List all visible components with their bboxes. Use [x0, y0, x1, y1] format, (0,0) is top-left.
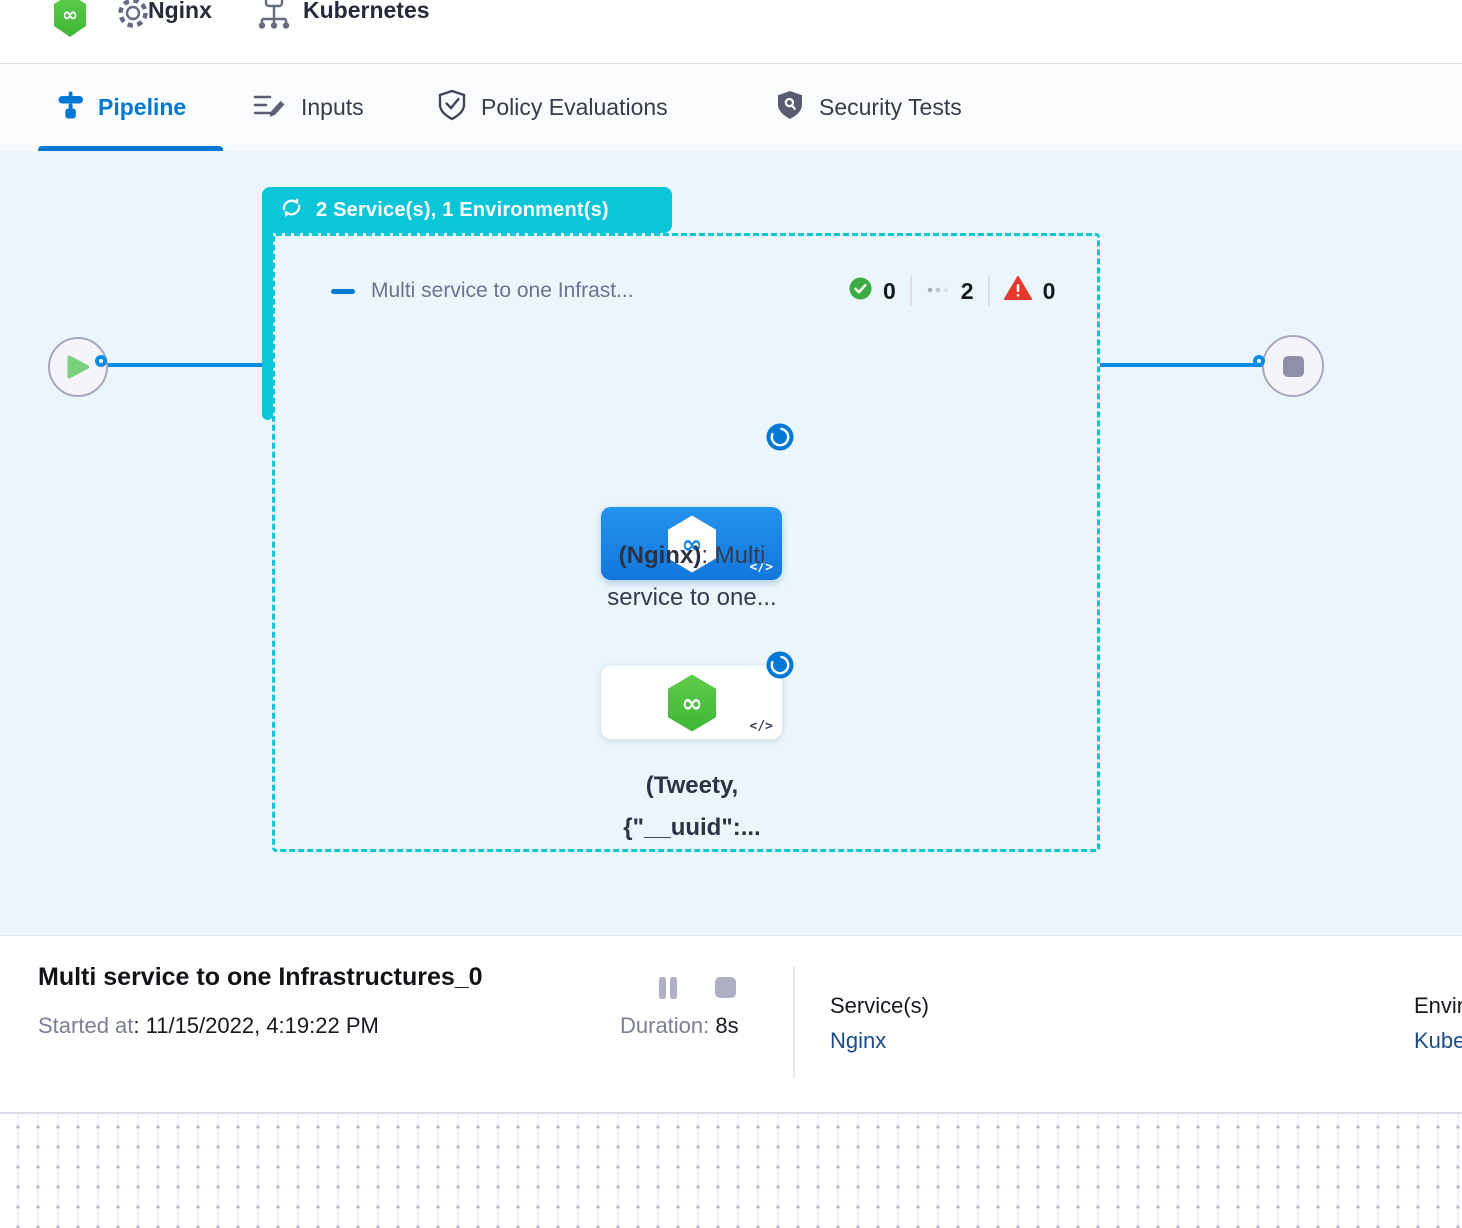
- inputs-icon: [253, 90, 287, 125]
- started-at: Started at: 11/15/2022, 4:19:22 PM: [38, 1013, 379, 1038]
- execution-info-bar: Multi service to one Infrastructures_0 S…: [0, 935, 1462, 1112]
- security-shield-icon: [775, 89, 805, 126]
- stop-icon: [1282, 355, 1304, 377]
- pause-button[interactable]: [656, 976, 680, 1000]
- breadcrumb-service[interactable]: Nginx: [148, 0, 212, 23]
- tab-bar: Pipeline Inputs Policy Evaluations: [0, 64, 1462, 151]
- abort-button[interactable]: [715, 977, 736, 998]
- environment-link[interactable]: Kubernetes: [1414, 1028, 1462, 1053]
- harness-service-icon: ∞: [667, 515, 716, 572]
- console-dot-grid: [0, 1112, 1462, 1228]
- step-loader-badge: [766, 651, 794, 679]
- tab-inputs-label: Inputs: [301, 94, 364, 120]
- pipeline-end-node: [1262, 335, 1324, 397]
- infrastructure-icon: [257, 0, 291, 37]
- pipeline-canvas[interactable]: Multi service to one Infrast... 0 2: [0, 151, 1462, 935]
- tab-policy-evaluations[interactable]: Policy Evaluations: [437, 64, 668, 151]
- policy-shield-icon: [437, 89, 467, 126]
- failed-icon: [1003, 276, 1032, 306]
- duration: Duration: 8s: [620, 1013, 739, 1038]
- success-icon: [849, 277, 872, 305]
- step-label-nginx: (Nginx): Multi service to one...: [607, 542, 777, 611]
- rolling-deploy-icon: [278, 194, 305, 226]
- play-icon: [67, 355, 89, 379]
- step-node-tweety[interactable]: ∞ </>: [601, 666, 782, 739]
- pipeline-start-node: [48, 337, 108, 397]
- footer-divider: [793, 966, 795, 1078]
- tab-security-tests[interactable]: Security Tests: [775, 64, 962, 151]
- pending-icon: [926, 282, 950, 300]
- tab-pipeline-label: Pipeline: [98, 94, 187, 120]
- pipeline-icon: [57, 91, 84, 124]
- code-icon: </>: [749, 719, 773, 734]
- breadcrumb-header: ∞ Nginx Kubernetes: [0, 0, 1462, 64]
- services-label: Service(s): [830, 993, 930, 1018]
- stage-collapse-button[interactable]: [331, 289, 355, 294]
- start-connector-dot: [95, 355, 107, 367]
- tab-pipeline[interactable]: Pipeline: [57, 64, 186, 151]
- gear-icon: [116, 0, 150, 39]
- tab-inputs[interactable]: Inputs: [253, 64, 364, 151]
- svg-text:∞: ∞: [681, 530, 702, 560]
- success-count: 0: [883, 277, 896, 304]
- svg-text:∞: ∞: [681, 689, 702, 719]
- stage-selection-box[interactable]: Multi service to one Infrast... 0 2: [272, 233, 1100, 852]
- svg-text:∞: ∞: [62, 4, 78, 26]
- running-count: 2: [960, 277, 974, 304]
- failed-count: 0: [1042, 277, 1056, 304]
- count-divider: [987, 276, 990, 306]
- step-loader-badge: [766, 423, 794, 451]
- active-tab-indicator: [38, 146, 223, 151]
- stage-accent-bar: [262, 211, 273, 420]
- stage-name[interactable]: Multi service to one Infrast...: [371, 279, 634, 302]
- harness-logo-icon: ∞: [52, 0, 88, 38]
- breadcrumb-environment[interactable]: Kubernetes: [303, 0, 430, 23]
- stage-services-badge-label: 2 Service(s), 1 Environment(s): [316, 198, 609, 221]
- harness-service-icon: ∞: [667, 674, 716, 731]
- step-node-nginx[interactable]: ∞ </>: [601, 507, 782, 580]
- step-label-tweety: (Tweety, {"__uuid":...: [623, 772, 761, 841]
- end-connector-dot: [1253, 355, 1265, 367]
- count-divider: [909, 276, 912, 306]
- execution-title: Multi service to one Infrastructures_0: [38, 963, 483, 991]
- code-icon: </>: [749, 560, 773, 575]
- services-link[interactable]: Nginx: [830, 1028, 887, 1053]
- stage-status-counts: 0 2 0: [849, 276, 1055, 306]
- environment-label: Environment(s): [1414, 993, 1462, 1018]
- stage-services-badge[interactable]: 2 Service(s), 1 Environment(s): [262, 187, 672, 233]
- tab-security-label: Security Tests: [819, 94, 962, 120]
- tab-policy-label: Policy Evaluations: [481, 94, 668, 120]
